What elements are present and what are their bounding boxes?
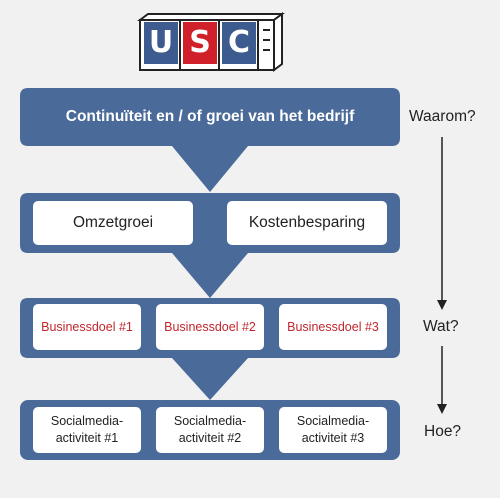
top-goal-text: Continuïteit en / of groei van het bedri… bbox=[65, 108, 355, 125]
wat-to-hoe-arrow bbox=[437, 346, 447, 414]
waarom-to-wat-arrow bbox=[437, 137, 447, 310]
logo-letter-s: S bbox=[189, 24, 211, 60]
question-hoe: Hoe? bbox=[424, 423, 462, 440]
question-waarom: Waarom? bbox=[409, 108, 476, 125]
logo-letter-u: U bbox=[148, 24, 174, 60]
social-activity-box-2: Socialmedia- activiteit #2 bbox=[156, 407, 264, 453]
social-activity-box-1: Socialmedia- activiteit #1 bbox=[33, 407, 141, 453]
social-activity-box-3: Socialmedia- activiteit #3 bbox=[279, 407, 387, 453]
business-goal-box-2: Businessdoel #2 bbox=[156, 304, 264, 350]
question-wat: Wat? bbox=[423, 318, 459, 335]
level1-box-kostenbesparing: Kostenbesparing bbox=[227, 201, 387, 245]
business-goal-box-1: Businessdoel #1 bbox=[33, 304, 141, 350]
usc-logo bbox=[137, 12, 285, 72]
level1-box-omzetgroei: Omzetgroei bbox=[33, 201, 193, 245]
logo-letter-c: C bbox=[227, 24, 251, 60]
business-goal-box-3: Businessdoel #3 bbox=[279, 304, 387, 350]
top-callout-shape bbox=[20, 88, 400, 192]
